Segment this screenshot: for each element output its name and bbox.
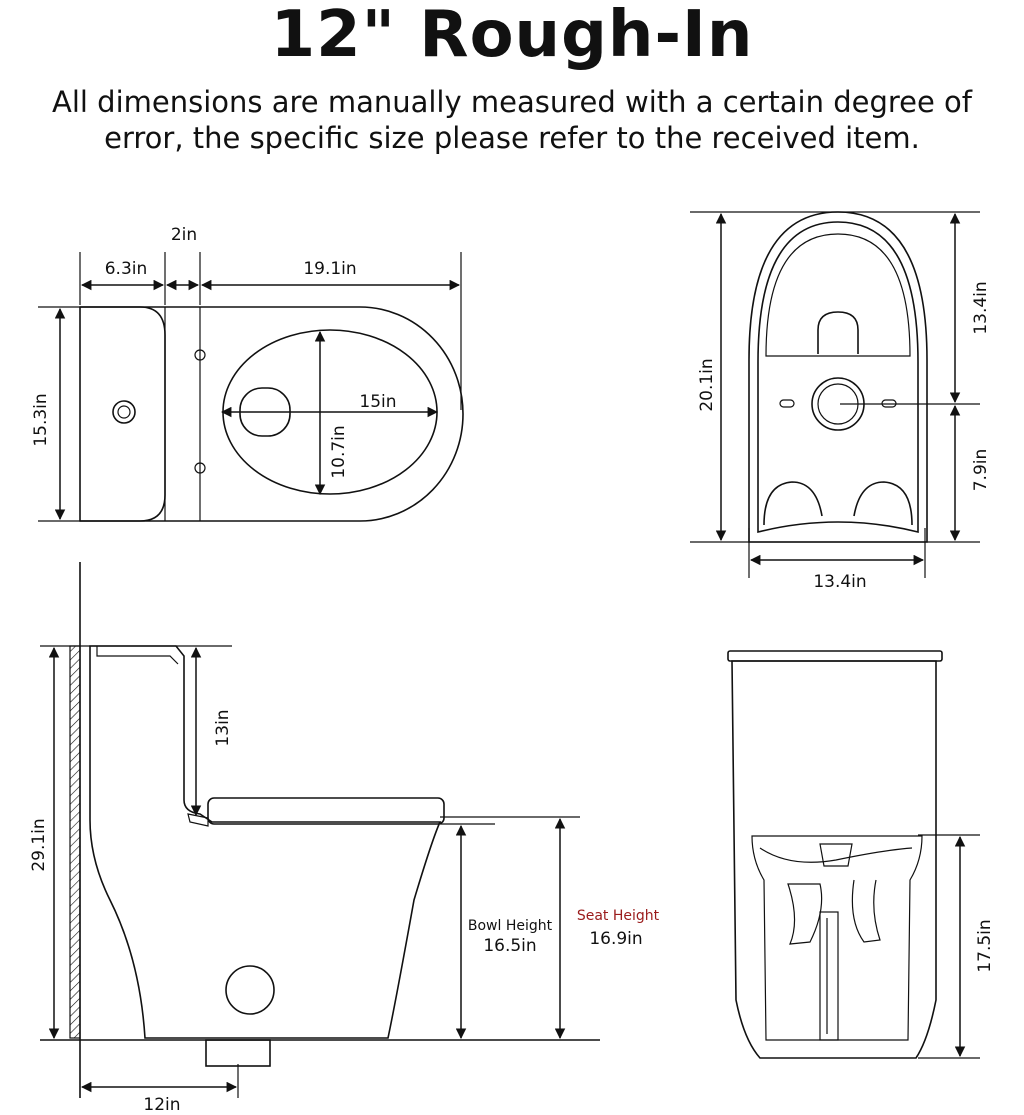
base-width-label: 13.4in: [813, 572, 866, 592]
front-height-label: 17.5in: [975, 919, 995, 972]
tank-depth-label: 6.3in: [105, 259, 148, 279]
rough-in-label: 12in: [143, 1095, 180, 1115]
page-title: 12" Rough-In: [270, 0, 754, 72]
page-subtitle: All dimensions are manually measured wit…: [0, 84, 1024, 156]
tank-section-label: 13.4in: [971, 281, 991, 334]
bowl-height-value: 16.5in: [483, 936, 536, 956]
seat-height-caption: Seat Height: [577, 908, 660, 924]
bowl-height-caption: Bowl Height: [468, 918, 553, 934]
top-view: 6.3in 2in 19.1in 15in 15.3in 10.7in: [31, 225, 464, 522]
subtitle-line-2: error, the specific size please refer to…: [104, 121, 920, 155]
overall-length-label: 20.1in: [697, 358, 717, 411]
total-height-label: 29.1in: [29, 818, 49, 871]
gap-label: 2in: [171, 225, 197, 245]
side-view: 29.1in 13in Bowl Height 16.5in Seat Heig…: [29, 562, 660, 1115]
front-view: 17.5in: [727, 650, 995, 1059]
seat-height-value: 16.9in: [589, 929, 642, 949]
bowl-inner-width-label: 10.7in: [329, 425, 349, 478]
subtitle-line-1: All dimensions are manually measured wit…: [51, 85, 973, 119]
bowl-inner-length-label: 15in: [359, 392, 396, 412]
tank-height-label: 13in: [213, 709, 233, 746]
front-section-label: 7.9in: [971, 449, 991, 492]
overall-width-label: 15.3in: [31, 393, 51, 446]
bowl-length-label: 19.1in: [303, 259, 356, 279]
front-top-view: 20.1in 13.4in 7.9in 13.4in: [690, 211, 991, 592]
